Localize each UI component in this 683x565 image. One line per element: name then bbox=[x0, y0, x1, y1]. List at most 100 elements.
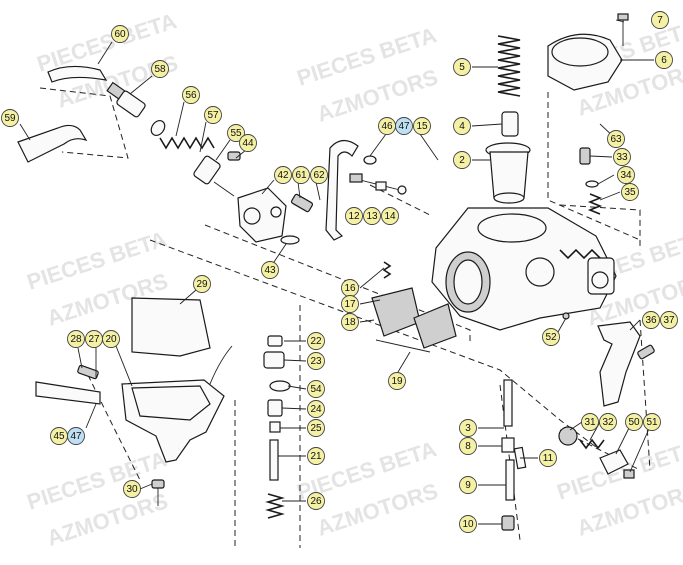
callout-c11: 11 bbox=[539, 449, 557, 467]
part-gasket-29 bbox=[131, 297, 211, 357]
callout-c47a: 47 bbox=[395, 117, 413, 135]
callout-label: 2 bbox=[459, 155, 465, 166]
callout-c12: 12 bbox=[345, 207, 363, 225]
callout-label: 15 bbox=[416, 121, 428, 132]
callout-c59: 59 bbox=[1, 109, 19, 127]
callout-c61: 61 bbox=[292, 166, 310, 184]
part-screw-44 bbox=[227, 151, 241, 161]
part-spring-56 bbox=[159, 136, 215, 150]
callout-label: 14 bbox=[384, 211, 396, 222]
callout-c63: 63 bbox=[607, 130, 625, 148]
callout-label: 62 bbox=[313, 170, 325, 181]
callout-c2: 2 bbox=[453, 151, 471, 169]
callout-label: 61 bbox=[295, 170, 307, 181]
part-elbow-59 bbox=[17, 124, 88, 163]
callout-label: 60 bbox=[114, 29, 126, 40]
callout-c28: 28 bbox=[67, 330, 85, 348]
callout-c43: 43 bbox=[261, 261, 279, 279]
part-spring-35 bbox=[587, 193, 603, 215]
callout-label: 18 bbox=[344, 317, 356, 328]
callout-label: 59 bbox=[4, 113, 16, 124]
callout-c56: 56 bbox=[182, 86, 200, 104]
callout-c9: 9 bbox=[459, 476, 477, 494]
callout-c22: 22 bbox=[307, 332, 325, 350]
callout-label: 43 bbox=[264, 265, 276, 276]
callout-label: 20 bbox=[105, 334, 117, 345]
assembly-dashed-lines bbox=[39, 87, 651, 548]
callout-label: 19 bbox=[391, 376, 403, 387]
part-oring-15 bbox=[363, 155, 377, 165]
callout-c24: 24 bbox=[307, 400, 325, 418]
callout-label: 33 bbox=[616, 152, 628, 163]
callout-c27: 27 bbox=[85, 330, 103, 348]
callout-c21: 21 bbox=[307, 447, 325, 465]
callout-label: 7 bbox=[657, 15, 663, 26]
callout-label: 17 bbox=[344, 299, 356, 310]
callout-label: 5 bbox=[459, 62, 465, 73]
callout-label: 57 bbox=[207, 110, 219, 121]
callout-c47b: 47 bbox=[67, 427, 85, 445]
callout-label: 54 bbox=[310, 384, 322, 395]
callout-c29: 29 bbox=[193, 275, 211, 293]
callout-label: 16 bbox=[344, 283, 356, 294]
part-screw-61 bbox=[290, 193, 314, 213]
callout-c15: 15 bbox=[413, 117, 431, 135]
callout-label: 58 bbox=[154, 64, 166, 75]
part-holder-4 bbox=[501, 111, 519, 137]
callout-c54: 54 bbox=[307, 380, 325, 398]
callout-label: 30 bbox=[126, 484, 138, 495]
part-screw-7 bbox=[617, 13, 629, 46]
callout-c18: 18 bbox=[341, 313, 359, 331]
part-spring-5 bbox=[497, 35, 521, 97]
callout-c13: 13 bbox=[363, 207, 381, 225]
callout-label: 35 bbox=[624, 187, 636, 198]
callout-c6: 6 bbox=[655, 51, 673, 69]
callout-c42: 42 bbox=[274, 166, 292, 184]
callout-c46: 46 bbox=[378, 117, 396, 135]
part-float-bowl-20 bbox=[121, 345, 233, 463]
callout-c7: 7 bbox=[651, 11, 669, 29]
callout-c34: 34 bbox=[617, 166, 635, 184]
part-screw-28 bbox=[77, 364, 99, 380]
callout-label: 8 bbox=[465, 441, 471, 452]
callout-label: 42 bbox=[277, 170, 289, 181]
callout-c35: 35 bbox=[621, 183, 639, 201]
part-oring-43 bbox=[280, 235, 300, 245]
callout-c30: 30 bbox=[123, 480, 141, 498]
callout-c20: 20 bbox=[102, 330, 120, 348]
part-cap-6 bbox=[547, 33, 623, 91]
callout-c23: 23 bbox=[307, 352, 325, 370]
callout-label: 10 bbox=[462, 519, 474, 530]
callout-label: 50 bbox=[628, 417, 640, 428]
part-drain-hose-45 bbox=[35, 381, 101, 405]
callout-label: 22 bbox=[310, 336, 322, 347]
callout-c17: 17 bbox=[341, 295, 359, 313]
part-screw-52 bbox=[562, 312, 570, 320]
callout-label: 9 bbox=[465, 480, 471, 491]
part-carburetor-body bbox=[431, 207, 617, 331]
callout-c60: 60 bbox=[111, 25, 129, 43]
callout-label: 6 bbox=[661, 55, 667, 66]
callout-label: 3 bbox=[465, 423, 471, 434]
callout-label: 36 bbox=[645, 315, 657, 326]
part-needle-57 bbox=[193, 155, 235, 197]
callout-c52: 52 bbox=[542, 328, 560, 346]
callout-label: 4 bbox=[459, 121, 465, 132]
part-jet-column bbox=[263, 335, 291, 519]
callout-label: 13 bbox=[366, 211, 378, 222]
callout-label: 28 bbox=[70, 334, 82, 345]
part-float-18 bbox=[371, 261, 457, 353]
part-screw-33 bbox=[579, 147, 591, 165]
callout-label: 29 bbox=[196, 279, 208, 290]
callout-c26: 26 bbox=[307, 492, 325, 510]
part-washer-34 bbox=[585, 180, 599, 188]
part-tube-62 bbox=[325, 139, 359, 241]
callout-c16: 16 bbox=[341, 279, 359, 297]
callout-c62: 62 bbox=[310, 166, 328, 184]
callout-label: 46 bbox=[381, 121, 393, 132]
callout-c19: 19 bbox=[388, 372, 406, 390]
callout-label: 51 bbox=[646, 417, 658, 428]
callout-c14: 14 bbox=[381, 207, 399, 225]
callout-label: 25 bbox=[310, 423, 322, 434]
